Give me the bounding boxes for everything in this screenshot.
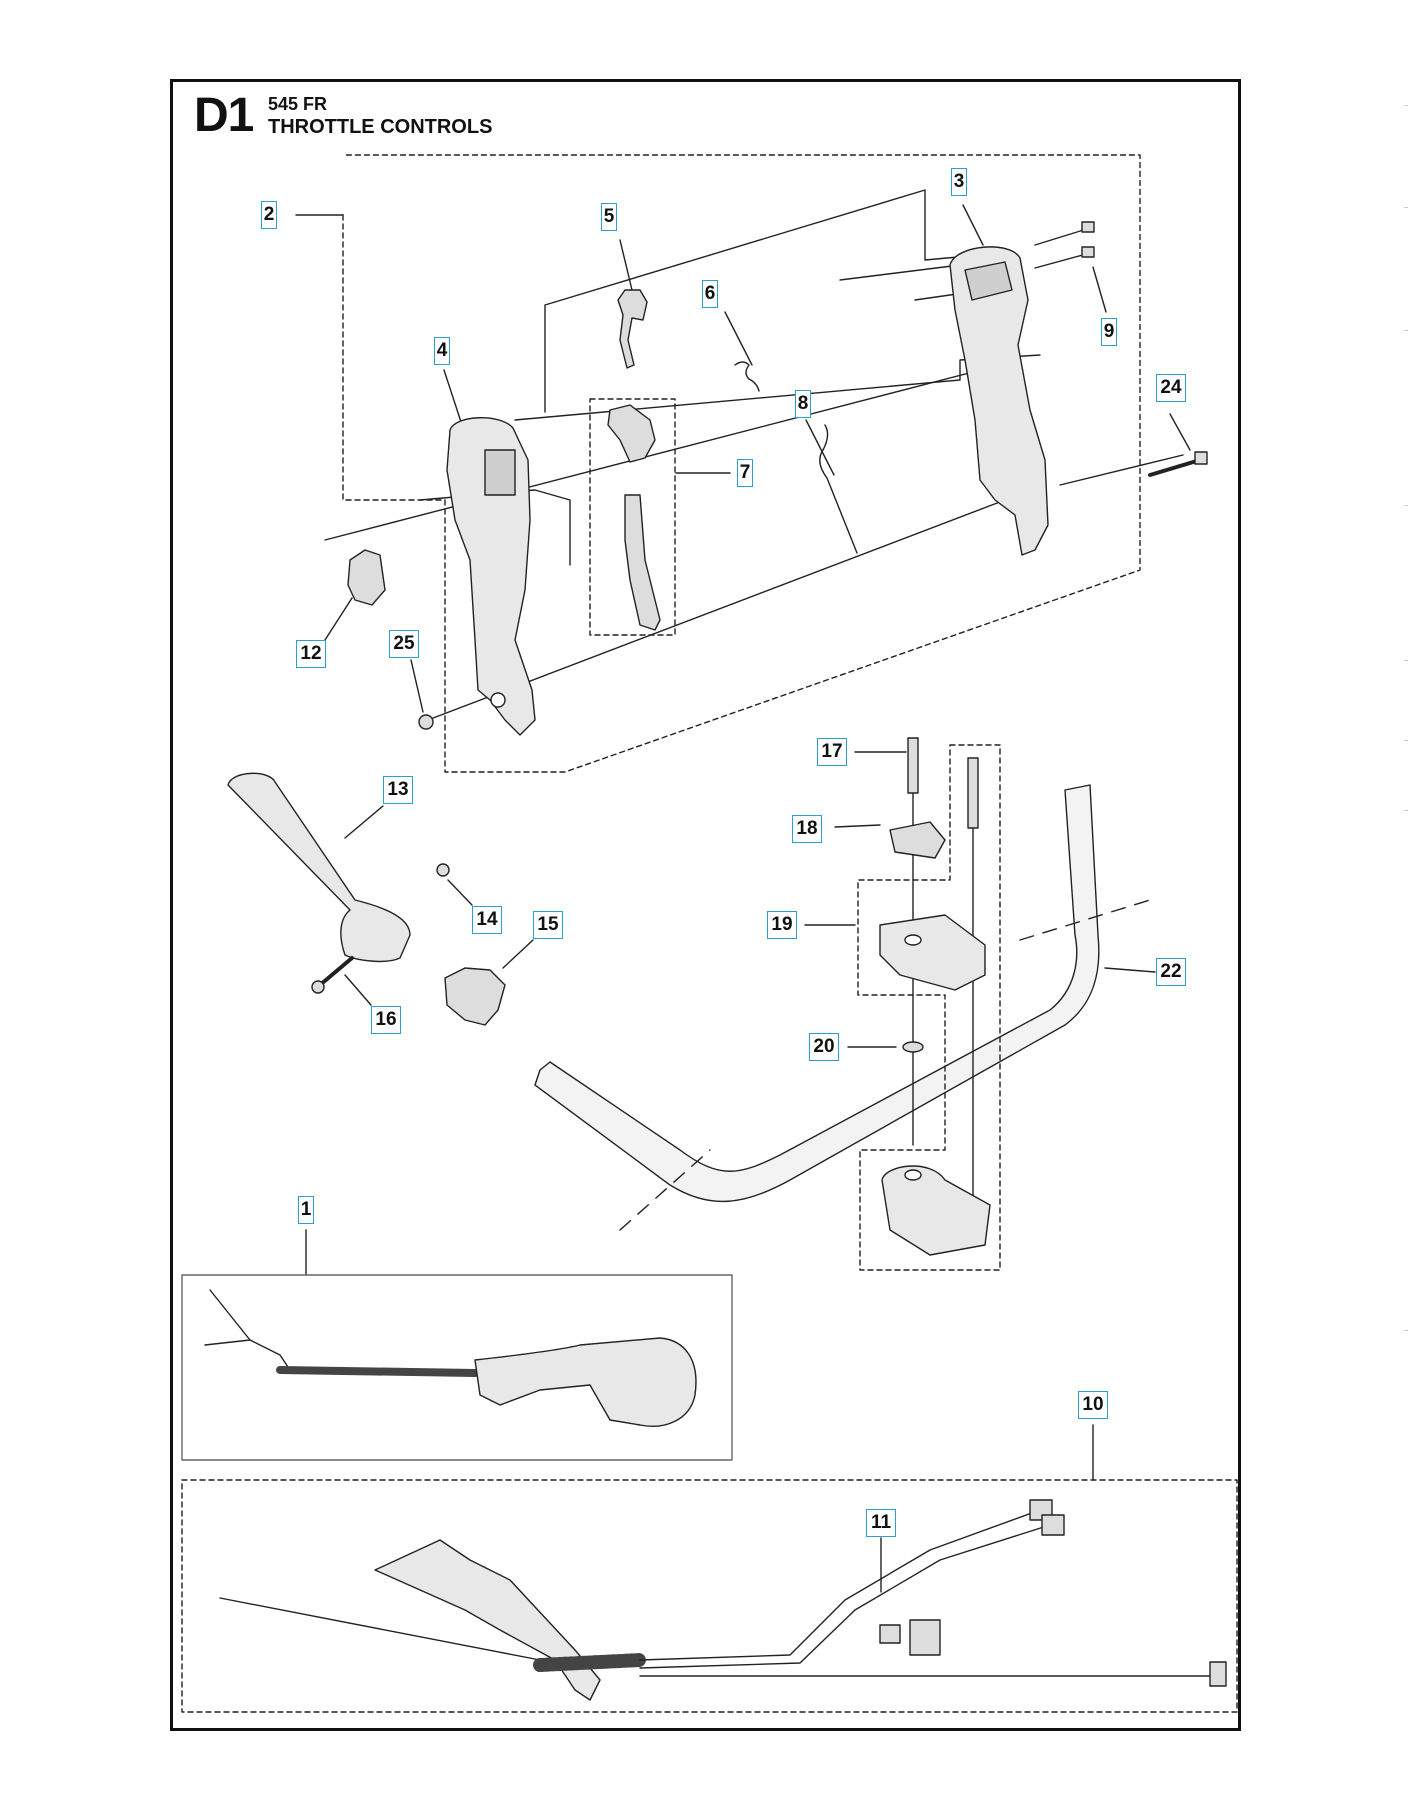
callout-19: 19 — [767, 911, 797, 939]
edge-mark — [1404, 207, 1408, 208]
leader-22 — [1104, 967, 1156, 973]
callout-8: 8 — [795, 390, 811, 418]
edge-mark — [1404, 810, 1408, 811]
trigger-assembly-10 — [374, 1539, 601, 1701]
leader-12 — [324, 597, 353, 641]
callout-3: 3 — [951, 168, 967, 196]
trigger-7a — [607, 404, 656, 463]
assembly-7-boundary — [589, 398, 676, 636]
spring-6 — [734, 361, 760, 392]
stop-switch-12 — [347, 549, 386, 606]
spring-8 — [819, 424, 858, 554]
model-name: 545 FR — [268, 94, 328, 114]
callout-16: 16 — [371, 1006, 401, 1034]
callout-18: 18 — [792, 815, 822, 843]
clamp-18 — [889, 821, 946, 859]
handle-grip-13 — [227, 772, 411, 963]
assembly-2-boundary — [342, 154, 1141, 773]
handle-housing-right — [949, 246, 1049, 556]
leader-18 — [834, 824, 881, 828]
edge-mark — [1404, 740, 1408, 741]
nut-14 — [436, 863, 450, 877]
knob-15 — [444, 967, 506, 1026]
callout-4: 4 — [434, 337, 450, 365]
throttle-lever-5 — [617, 289, 648, 369]
trigger-7b — [624, 494, 661, 631]
assembly-10-box — [181, 1479, 1238, 1713]
section-code: D1 — [194, 89, 254, 142]
diagram-frame — [170, 79, 1241, 1731]
edge-mark — [1404, 330, 1408, 331]
plug-11 — [879, 1624, 901, 1644]
callout-24: 24 — [1156, 374, 1186, 402]
spring-cable-10 — [533, 1653, 647, 1672]
callout-6: 6 — [702, 280, 718, 308]
leader-13 — [344, 805, 384, 839]
leader-5 — [619, 239, 633, 291]
nut-25 — [418, 714, 434, 730]
callout-1: 1 — [298, 1196, 314, 1224]
assembly-1-box — [181, 1274, 733, 1461]
callout-15: 15 — [533, 911, 563, 939]
bolt-long — [967, 757, 979, 829]
leader-9 — [1092, 266, 1107, 313]
leader-25 — [410, 659, 424, 713]
callout-9: 9 — [1101, 318, 1117, 346]
callout-10: 10 — [1078, 1391, 1108, 1419]
screw-9a — [1034, 227, 1091, 246]
leader-6 — [724, 311, 753, 366]
handlebar-22 — [534, 784, 1100, 1203]
bolt-17 — [907, 737, 919, 794]
callout-2: 2 — [261, 201, 277, 229]
callout-13: 13 — [383, 776, 413, 804]
cable-1 — [276, 1366, 479, 1377]
page-title: THROTTLE CONTROLS — [268, 116, 493, 138]
callout-11: 11 — [866, 1509, 896, 1537]
edge-mark — [1404, 1330, 1408, 1331]
screw-24 — [1148, 458, 1202, 477]
callout-5: 5 — [601, 203, 617, 231]
leader-14 — [447, 879, 473, 906]
washer-20 — [902, 1041, 924, 1053]
edge-mark — [1404, 105, 1408, 106]
edge-mark — [1404, 660, 1408, 661]
screw-9b — [1034, 252, 1091, 269]
leader-15 — [502, 939, 534, 969]
callout-17: 17 — [817, 738, 847, 766]
leader-16 — [344, 974, 372, 1006]
clamp-lower — [881, 1165, 991, 1256]
assembly-19-boundary — [857, 744, 1001, 1271]
handle-housing-left — [446, 417, 536, 736]
edge-mark — [1404, 505, 1408, 506]
screw-16 — [318, 956, 354, 987]
callout-14: 14 — [472, 906, 502, 934]
clamp-19 — [879, 914, 986, 991]
leader-4 — [443, 369, 463, 426]
callout-20: 20 — [809, 1033, 839, 1061]
callout-7: 7 — [737, 459, 753, 487]
handle-assembly-1 — [474, 1337, 697, 1427]
callout-12: 12 — [296, 640, 326, 668]
callout-22: 22 — [1156, 958, 1186, 986]
callout-25: 25 — [389, 630, 419, 658]
leader-8 — [805, 419, 835, 476]
leader-24 — [1169, 413, 1191, 451]
leader-3 — [962, 204, 984, 246]
